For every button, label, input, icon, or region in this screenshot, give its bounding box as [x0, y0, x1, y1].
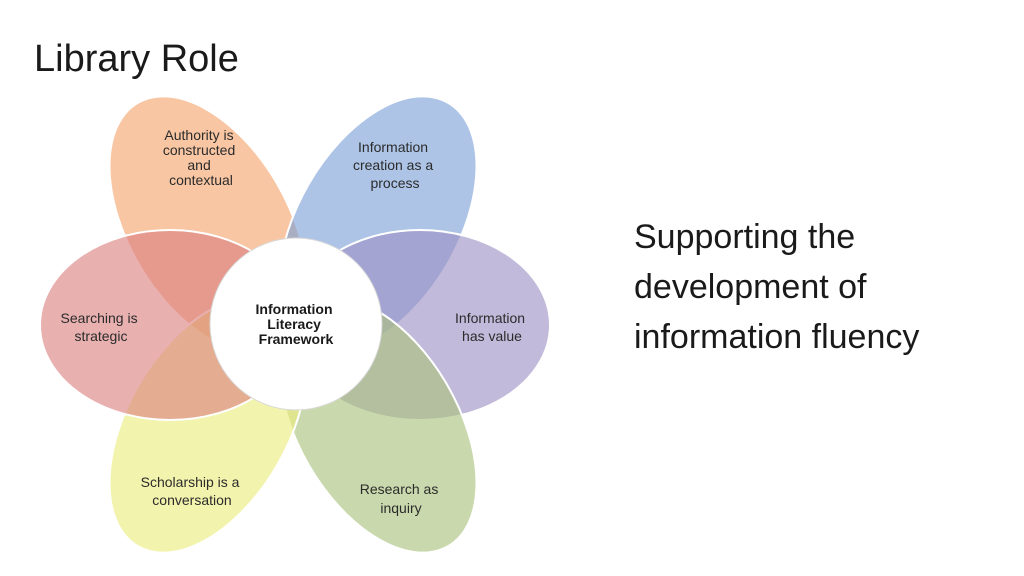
center-label-line: Information — [256, 301, 333, 317]
center-label-line: Literacy — [267, 316, 321, 332]
petal-label-line: Searching is — [61, 310, 138, 326]
petal-label-authority: Authority is constructed and contextual — [163, 127, 239, 188]
petal-label-line: Research as — [360, 481, 439, 497]
petal-label-line: has value — [462, 328, 522, 344]
petal-label-value: Information has value — [455, 310, 529, 344]
side-text-line: Supporting the — [634, 218, 856, 256]
petal-label-line: and — [187, 157, 210, 173]
petal-label-line: constructed — [163, 142, 235, 158]
petal-label-searching: Searching is strategic — [61, 310, 142, 344]
center-circle — [209, 237, 383, 411]
petal-label-line: Authority is — [164, 127, 233, 143]
petal-label-line: conversation — [152, 492, 231, 508]
petal-label-line: strategic — [75, 328, 128, 344]
petal-label-line: Information — [358, 139, 428, 155]
center-label: Information Literacy Framework — [256, 301, 337, 347]
petal-label-line: inquiry — [380, 500, 421, 516]
petal-label-line: Scholarship is a — [141, 474, 240, 490]
petal-label-line: creation as a — [353, 157, 433, 173]
slide-title: Library Role — [34, 38, 239, 80]
petal-label-line: contextual — [169, 172, 233, 188]
side-text-line: development of — [634, 268, 867, 306]
side-text: Supporting the development of informatio… — [634, 212, 1014, 362]
petal-label-scholarship: Scholarship is a conversation — [141, 474, 244, 508]
petal-label-line: Information — [455, 310, 525, 326]
side-text-line: information fluency — [634, 318, 920, 356]
center-label-line: Framework — [259, 331, 334, 347]
petal-label-creation: Information creation as a process — [353, 139, 437, 191]
petal-label-line: process — [370, 175, 419, 191]
petal-label-research: Research as inquiry — [360, 481, 442, 516]
